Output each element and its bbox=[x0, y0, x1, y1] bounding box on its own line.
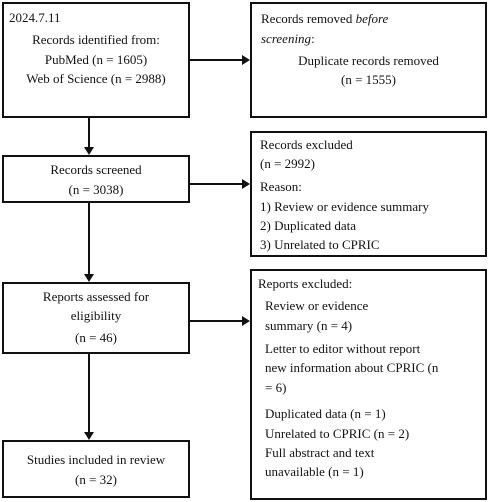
reports-excluded-item5-line2: unavailable (n = 1) bbox=[265, 464, 364, 479]
removed-heading-prefix: Records removed bbox=[261, 11, 356, 26]
connector-screened-to-assessed bbox=[88, 203, 90, 275]
assessed-count: (n = 46) bbox=[75, 330, 117, 345]
connector-assessed-to-included bbox=[88, 354, 90, 433]
identification-date: 2024.7.11 bbox=[9, 10, 61, 25]
excluded-reason-label: Reason: bbox=[260, 179, 302, 194]
removed-item: Duplicate records removed bbox=[298, 53, 439, 68]
arrow-to-screened bbox=[84, 147, 94, 155]
excluded-heading: Records excluded bbox=[260, 137, 353, 152]
reports-excluded-item2-line1: Letter to editor without report bbox=[265, 341, 421, 356]
reports-excluded-item3: Duplicated data (n = 1) bbox=[265, 406, 386, 421]
assessed-line1: Reports assessed for bbox=[42, 289, 150, 304]
arrow-to-reports-excluded bbox=[242, 316, 250, 326]
arrow-to-included bbox=[84, 432, 94, 440]
connector-assessed-to-reports-excluded bbox=[190, 320, 243, 322]
identification-pubmed: PubMed (n = 1605) bbox=[44, 52, 148, 67]
removed-heading-emphasis: before bbox=[355, 11, 389, 26]
screened-label: Records screened bbox=[50, 162, 142, 177]
included-box bbox=[2, 440, 190, 498]
assessed-line2: eligibility bbox=[70, 308, 122, 323]
removed-heading: Records removed before bbox=[261, 11, 388, 26]
identification-wos: Web of Science (n = 2988) bbox=[26, 71, 166, 86]
included-label: Studies included in review bbox=[26, 452, 166, 467]
reports-excluded-item4: Unrelated to CPRIC (n = 2) bbox=[265, 426, 410, 441]
arrow-to-excluded bbox=[242, 179, 250, 189]
excluded-count: (n = 2992) bbox=[260, 156, 315, 171]
removed-heading-suffix: : bbox=[311, 31, 315, 46]
identification-heading: Records identified from: bbox=[32, 32, 160, 47]
connector-identification-to-removed bbox=[190, 59, 243, 61]
reports-excluded-item5-line1: Full abstract and text bbox=[265, 445, 375, 460]
identification-box bbox=[2, 2, 190, 118]
removed-heading-emphasis-2: screening bbox=[261, 31, 312, 46]
reports-excluded-item1-line2: summary (n = 4) bbox=[265, 318, 353, 333]
connector-screened-to-excluded bbox=[190, 183, 243, 185]
excluded-reason-3: 3) Unrelated to CPRIC bbox=[260, 237, 380, 252]
removed-box bbox=[250, 2, 487, 118]
reports-excluded-item2-line2: new information about CPRIC (n bbox=[265, 360, 439, 375]
excluded-reason-2: 2) Duplicated data bbox=[260, 218, 357, 233]
reports-excluded-box bbox=[250, 269, 487, 500]
reports-excluded-item2-line3: = 6) bbox=[265, 380, 287, 395]
screened-count: (n = 3038) bbox=[68, 182, 124, 197]
excluded-reason-1: 1) Review or evidence summary bbox=[260, 199, 429, 214]
reports-excluded-heading: Reports excluded: bbox=[258, 276, 353, 291]
arrow-to-removed bbox=[242, 55, 250, 65]
assessed-box bbox=[2, 282, 190, 354]
included-count: (n = 32) bbox=[75, 472, 117, 487]
connector-identification-to-screened bbox=[88, 118, 90, 148]
removed-heading-line2: screening: bbox=[261, 31, 315, 46]
removed-count: (n = 1555) bbox=[341, 72, 396, 87]
excluded-box bbox=[250, 131, 487, 257]
screened-box bbox=[2, 155, 190, 203]
reports-excluded-item1-line1: Review or evidence bbox=[265, 298, 369, 313]
arrow-to-assessed bbox=[84, 274, 94, 282]
